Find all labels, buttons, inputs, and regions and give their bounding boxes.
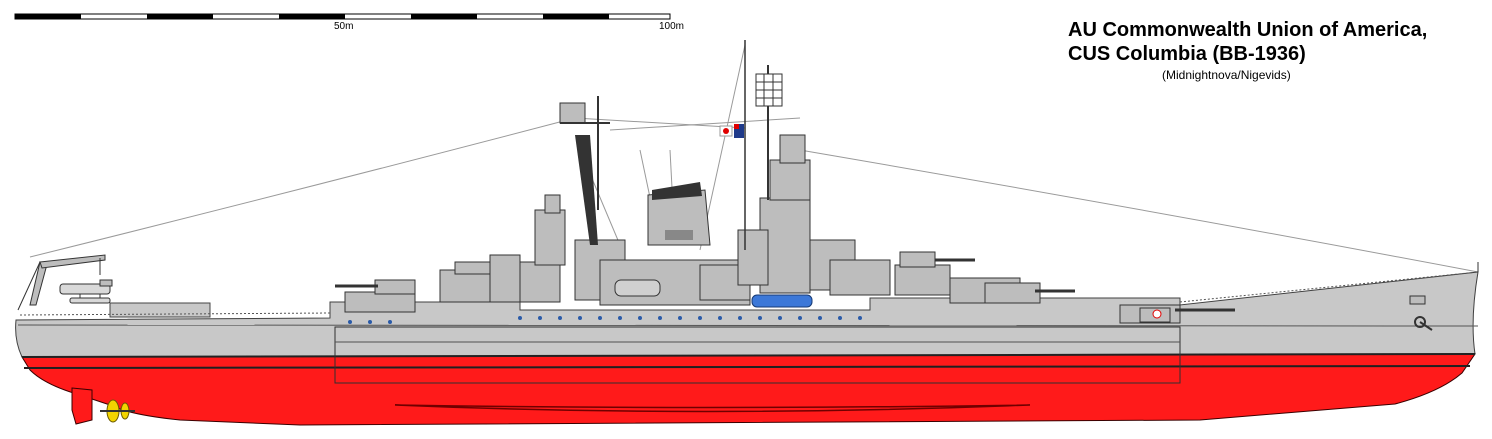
rudder <box>71 387 93 425</box>
ensign-flag-icon <box>734 124 744 138</box>
armor-belt <box>334 326 1181 384</box>
scale-bar <box>14 13 671 20</box>
forward-tower <box>737 134 891 296</box>
forward-main-turret-1 <box>949 277 1075 304</box>
main-hull <box>15 271 1479 358</box>
deck-railing-fwd <box>1179 271 1479 303</box>
aft-main-turret <box>335 279 416 313</box>
floatplane-icon <box>59 279 113 304</box>
stern-crane <box>17 254 106 311</box>
underwater-hull <box>21 353 1476 426</box>
forward-main-turret-2 <box>894 251 975 296</box>
maple-leaf-flag-icon <box>719 125 733 137</box>
scale-label-100m: 100m <box>659 21 685 32</box>
title-line-1: AU Commonwealth Union of America, <box>1068 19 1428 41</box>
bow-marking-icon <box>1152 309 1162 319</box>
artist-credit: (Midnightnova/Nigevids) <box>1162 68 1291 82</box>
midships-deckhouse <box>599 259 751 306</box>
scale-label-50m: 50m <box>334 21 354 32</box>
ship-title: AU Commonwealth Union of America, CUS Co… <box>1068 18 1427 66</box>
propeller-icon <box>100 399 135 423</box>
bilge-keel <box>394 404 1031 413</box>
portholes <box>348 316 862 324</box>
aft-superstructure <box>439 194 626 303</box>
bow-secondary-mount <box>1119 304 1235 324</box>
title-line-2: CUS Columbia (BB-1936) <box>1068 43 1306 65</box>
anchor-icon <box>1414 316 1433 331</box>
foremast <box>744 40 783 250</box>
funnel <box>647 182 711 246</box>
ships-boat-blue <box>751 294 813 308</box>
bow-fittings <box>1409 262 1479 305</box>
main-mast <box>559 96 610 245</box>
